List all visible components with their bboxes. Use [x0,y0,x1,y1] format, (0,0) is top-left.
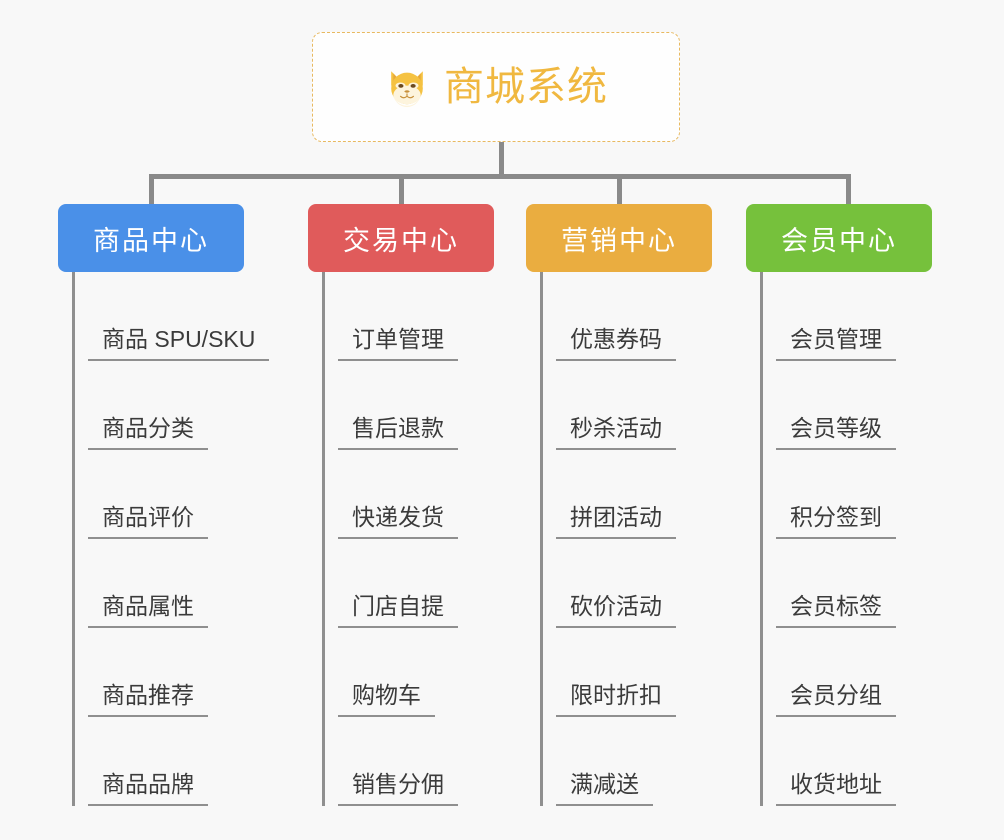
list-item[interactable]: 购物车 [308,628,494,717]
category-header-member[interactable]: 会员中心 [746,204,932,272]
list-item[interactable]: 满减送 [526,717,712,806]
leaf-label: 商品推荐 [88,682,208,717]
list-item[interactable]: 砍价活动 [526,539,712,628]
list-item[interactable]: 快递发货 [308,450,494,539]
list-item[interactable]: 商品评价 [58,450,244,539]
leaf-label: 售后退款 [338,415,458,450]
category-header-trade[interactable]: 交易中心 [308,204,494,272]
horizontal-bus-connector [149,174,851,179]
list-item[interactable]: 会员标签 [746,539,932,628]
column-trunk-line [760,272,763,806]
category-column-marketing: 营销中心 优惠券码 秒杀活动 拼团活动 砍价活动 限时折扣 满减送 [526,204,712,806]
drop-connector-2 [399,174,404,206]
leaf-label: 收货地址 [776,771,896,806]
leaf-label: 商品评价 [88,504,208,539]
column-trunk-line [540,272,543,806]
drop-connector-1 [149,174,154,206]
leaf-label: 商品 SPU/SKU [88,326,270,361]
list-item[interactable]: 售后退款 [308,361,494,450]
list-item[interactable]: 会员等级 [746,361,932,450]
category-header-marketing[interactable]: 营销中心 [526,204,712,272]
shiba-dog-icon [391,71,423,108]
leaf-list: 优惠券码 秒杀活动 拼团活动 砍价活动 限时折扣 满减送 [526,272,712,806]
list-item[interactable]: 会员管理 [746,272,932,361]
list-item[interactable]: 积分签到 [746,450,932,539]
list-item[interactable]: 优惠券码 [526,272,712,361]
leaf-label: 积分签到 [776,504,896,539]
leaf-label: 销售分佣 [338,771,458,806]
column-trunk-line [322,272,325,806]
list-item[interactable]: 秒杀活动 [526,361,712,450]
leaf-label: 秒杀活动 [556,415,676,450]
drop-connector-3 [617,174,622,206]
root-node[interactable]: 商城系统 [312,32,680,142]
list-item[interactable]: 销售分佣 [308,717,494,806]
leaf-label: 快递发货 [338,504,458,539]
leaf-label: 商品属性 [88,593,208,628]
leaf-label: 拼团活动 [556,504,676,539]
root-stem-connector [499,142,504,176]
leaf-list: 订单管理 售后退款 快递发货 门店自提 购物车 销售分佣 [308,272,494,806]
category-header-product[interactable]: 商品中心 [58,204,244,272]
category-column-member: 会员中心 会员管理 会员等级 积分签到 会员标签 会员分组 收货地址 [746,204,932,806]
category-title: 交易中心 [343,225,459,256]
leaf-label: 会员分组 [776,682,896,717]
list-item[interactable]: 商品品牌 [58,717,244,806]
leaf-label: 优惠券码 [556,326,676,361]
root-title: 商城系统 [444,65,608,109]
column-trunk-line [72,272,75,806]
list-item[interactable]: 商品 SPU/SKU [58,272,270,361]
list-item[interactable]: 订单管理 [308,272,494,361]
category-title: 会员中心 [781,225,897,256]
leaf-label: 商品品牌 [88,771,208,806]
leaf-label: 会员标签 [776,593,896,628]
leaf-label: 商品分类 [88,415,208,450]
leaf-label: 门店自提 [338,593,458,628]
category-title: 商品中心 [93,225,209,256]
list-item[interactable]: 商品分类 [58,361,244,450]
leaf-label: 会员等级 [776,415,896,450]
category-title: 营销中心 [561,225,677,256]
list-item[interactable]: 商品推荐 [58,628,244,717]
leaf-list: 商品 SPU/SKU 商品分类 商品评价 商品属性 商品推荐 商品品牌 [58,272,270,806]
category-column-product: 商品中心 商品 SPU/SKU 商品分类 商品评价 商品属性 商品推荐 商品品牌 [58,204,270,806]
leaf-list: 会员管理 会员等级 积分签到 会员标签 会员分组 收货地址 [746,272,932,806]
leaf-label: 满减送 [556,771,653,806]
leaf-label: 会员管理 [776,326,896,361]
leaf-label: 订单管理 [338,326,458,361]
leaf-label: 限时折扣 [556,682,676,717]
drop-connector-4 [846,174,851,206]
list-item[interactable]: 门店自提 [308,539,494,628]
list-item[interactable]: 商品属性 [58,539,244,628]
list-item[interactable]: 收货地址 [746,717,932,806]
leaf-label: 砍价活动 [556,593,676,628]
leaf-label: 购物车 [338,682,435,717]
list-item[interactable]: 会员分组 [746,628,932,717]
list-item[interactable]: 限时折扣 [526,628,712,717]
category-column-trade: 交易中心 订单管理 售后退款 快递发货 门店自提 购物车 销售分佣 [308,204,494,806]
list-item[interactable]: 拼团活动 [526,450,712,539]
